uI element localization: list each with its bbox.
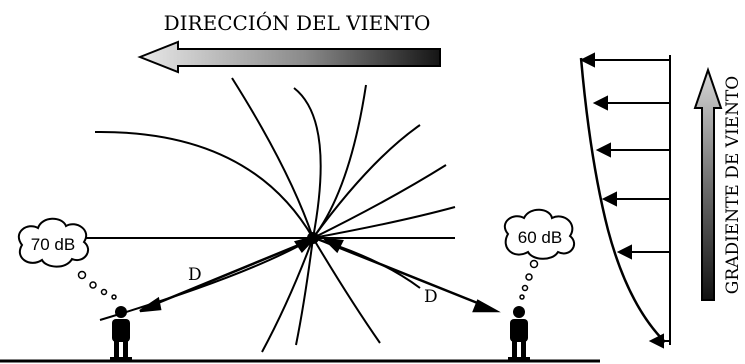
wind-profile bbox=[579, 52, 671, 349]
distance-label-right: D bbox=[424, 287, 438, 307]
left-listener-level: 70 dB bbox=[31, 235, 75, 254]
thought-cloud-icon bbox=[17, 217, 117, 300]
person-icon bbox=[508, 306, 530, 360]
right-listener-level: 60 dB bbox=[518, 228, 562, 247]
wind-direction-title: DIRECCIÓN DEL VIENTO bbox=[164, 10, 431, 35]
wind-gradient-title: GRADIENTE DE VIENTO bbox=[723, 76, 743, 294]
distance-label-left: D bbox=[188, 265, 202, 285]
thought-cloud-icon bbox=[503, 208, 576, 300]
wind-arrow-left-icon bbox=[137, 40, 441, 74]
person-icon bbox=[110, 306, 132, 360]
wind-gradient-up-icon bbox=[693, 66, 723, 301]
distance-arrows bbox=[139, 234, 501, 313]
